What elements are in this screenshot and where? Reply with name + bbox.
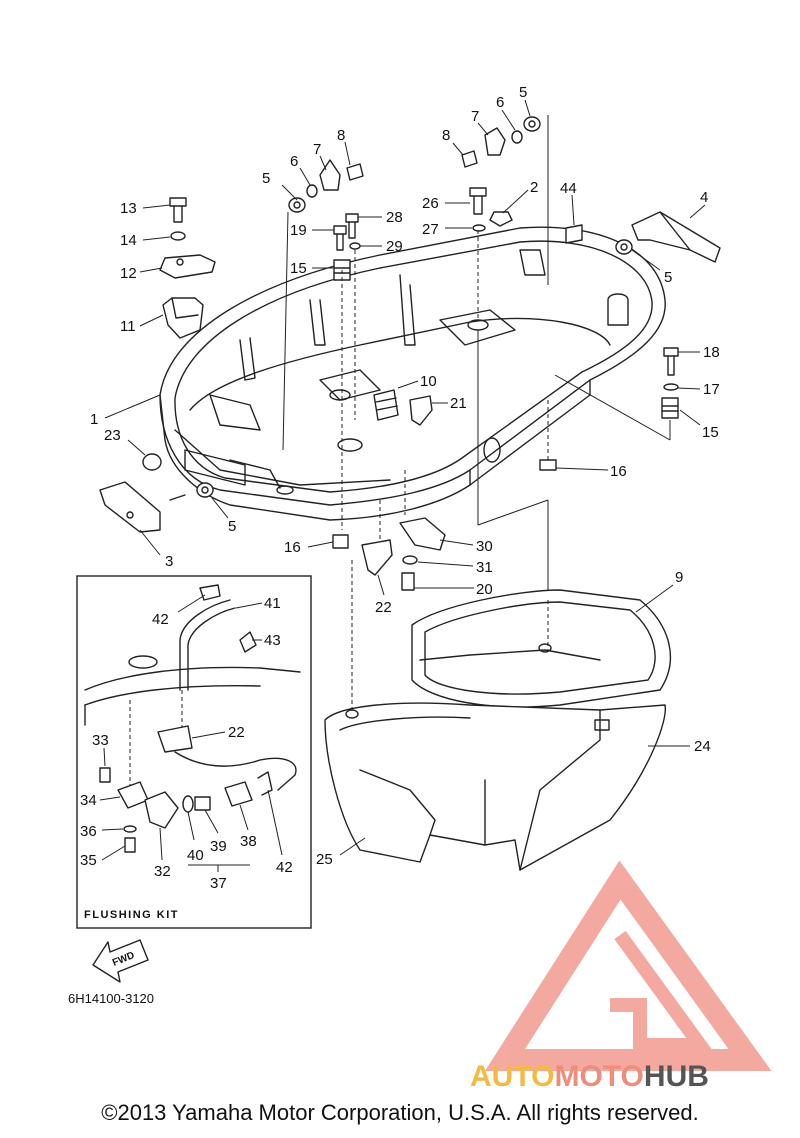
callout-7b: 7 xyxy=(471,108,479,125)
logo-text: AUTOMOTOHUB xyxy=(470,1060,709,1093)
callout-43: 43 xyxy=(264,632,281,649)
callout-8b: 8 xyxy=(442,127,450,144)
callout-16a: 16 xyxy=(284,539,301,556)
callout-5b: 5 xyxy=(519,84,527,101)
logo-hub: HUB xyxy=(644,1060,709,1093)
apron-drawing xyxy=(324,589,672,871)
callout-39: 39 xyxy=(210,838,227,855)
callout-16b: 16 xyxy=(610,463,627,480)
callout-4: 4 xyxy=(700,189,708,206)
callout-17: 17 xyxy=(703,381,720,398)
callout-14: 14 xyxy=(120,232,137,249)
callout-41: 41 xyxy=(264,595,281,612)
callout-40: 40 xyxy=(187,847,204,864)
callout-32: 32 xyxy=(154,863,171,880)
callout-3: 3 xyxy=(165,553,173,570)
callout-24: 24 xyxy=(694,738,711,755)
callout-1: 1 xyxy=(90,411,98,428)
callout-18: 18 xyxy=(703,344,720,361)
callout-5c: 5 xyxy=(664,269,672,286)
callout-23: 23 xyxy=(104,427,121,444)
callout-7a: 7 xyxy=(313,141,321,158)
callout-6b: 6 xyxy=(496,94,504,111)
part-code: 6H14100-3120 xyxy=(68,991,154,1006)
callout-2: 2 xyxy=(530,179,538,196)
callout-11: 11 xyxy=(120,318,136,335)
callout-26: 26 xyxy=(422,195,439,212)
callout-33: 33 xyxy=(92,732,109,749)
callout-28: 28 xyxy=(386,209,403,226)
callout-42a: 42 xyxy=(152,611,169,628)
callout-22b: 22 xyxy=(228,724,245,741)
callouts: 1 2 3 4 5 5 5 5 6 6 7 7 8 8 9 10 11 12 xyxy=(80,84,720,892)
callout-22a: 22 xyxy=(375,599,392,616)
callout-27: 27 xyxy=(422,221,439,238)
callout-36: 36 xyxy=(80,823,97,840)
assembly-lines xyxy=(282,115,671,710)
callout-37: 37 xyxy=(210,875,227,892)
flushing-kit-box xyxy=(76,575,312,929)
callout-42b: 42 xyxy=(276,859,293,876)
copyright-notice: ©2013 Yamaha Motor Corporation, U.S.A. A… xyxy=(101,1100,699,1125)
callout-44: 44 xyxy=(560,180,577,197)
triangle-logo-mark xyxy=(484,860,772,1071)
callout-38: 38 xyxy=(240,833,257,850)
callout-8a: 8 xyxy=(337,127,345,144)
callout-5d: 5 xyxy=(228,518,236,535)
callout-10: 10 xyxy=(420,373,437,390)
bottom-cowling-drawing xyxy=(159,226,666,521)
automotohub-watermark: AUTOMOTOHUB xyxy=(470,860,772,1093)
callout-21: 21 xyxy=(450,395,467,412)
callout-13: 13 xyxy=(120,200,137,217)
callout-29: 29 xyxy=(386,238,403,255)
small-parts-drawing xyxy=(99,116,721,591)
callout-5a: 5 xyxy=(262,170,270,187)
flushing-kit-title: FLUSHING KIT xyxy=(84,909,179,921)
callout-20: 20 xyxy=(476,581,493,598)
callout-15b: 15 xyxy=(702,424,719,441)
logo-auto: AUTO xyxy=(470,1060,554,1093)
callout-34: 34 xyxy=(80,792,97,809)
callout-15a: 15 xyxy=(290,260,307,277)
callout-25: 25 xyxy=(316,851,333,868)
callout-12: 12 xyxy=(120,265,137,282)
callout-31: 31 xyxy=(476,559,493,576)
logo-moto: MOTO xyxy=(554,1060,643,1093)
callout-19: 19 xyxy=(290,222,307,239)
callout-30: 30 xyxy=(476,538,493,555)
callout-9: 9 xyxy=(675,569,683,586)
callout-6a: 6 xyxy=(290,153,298,170)
callout-35: 35 xyxy=(80,852,97,869)
fwd-arrow: FWD xyxy=(92,939,149,983)
